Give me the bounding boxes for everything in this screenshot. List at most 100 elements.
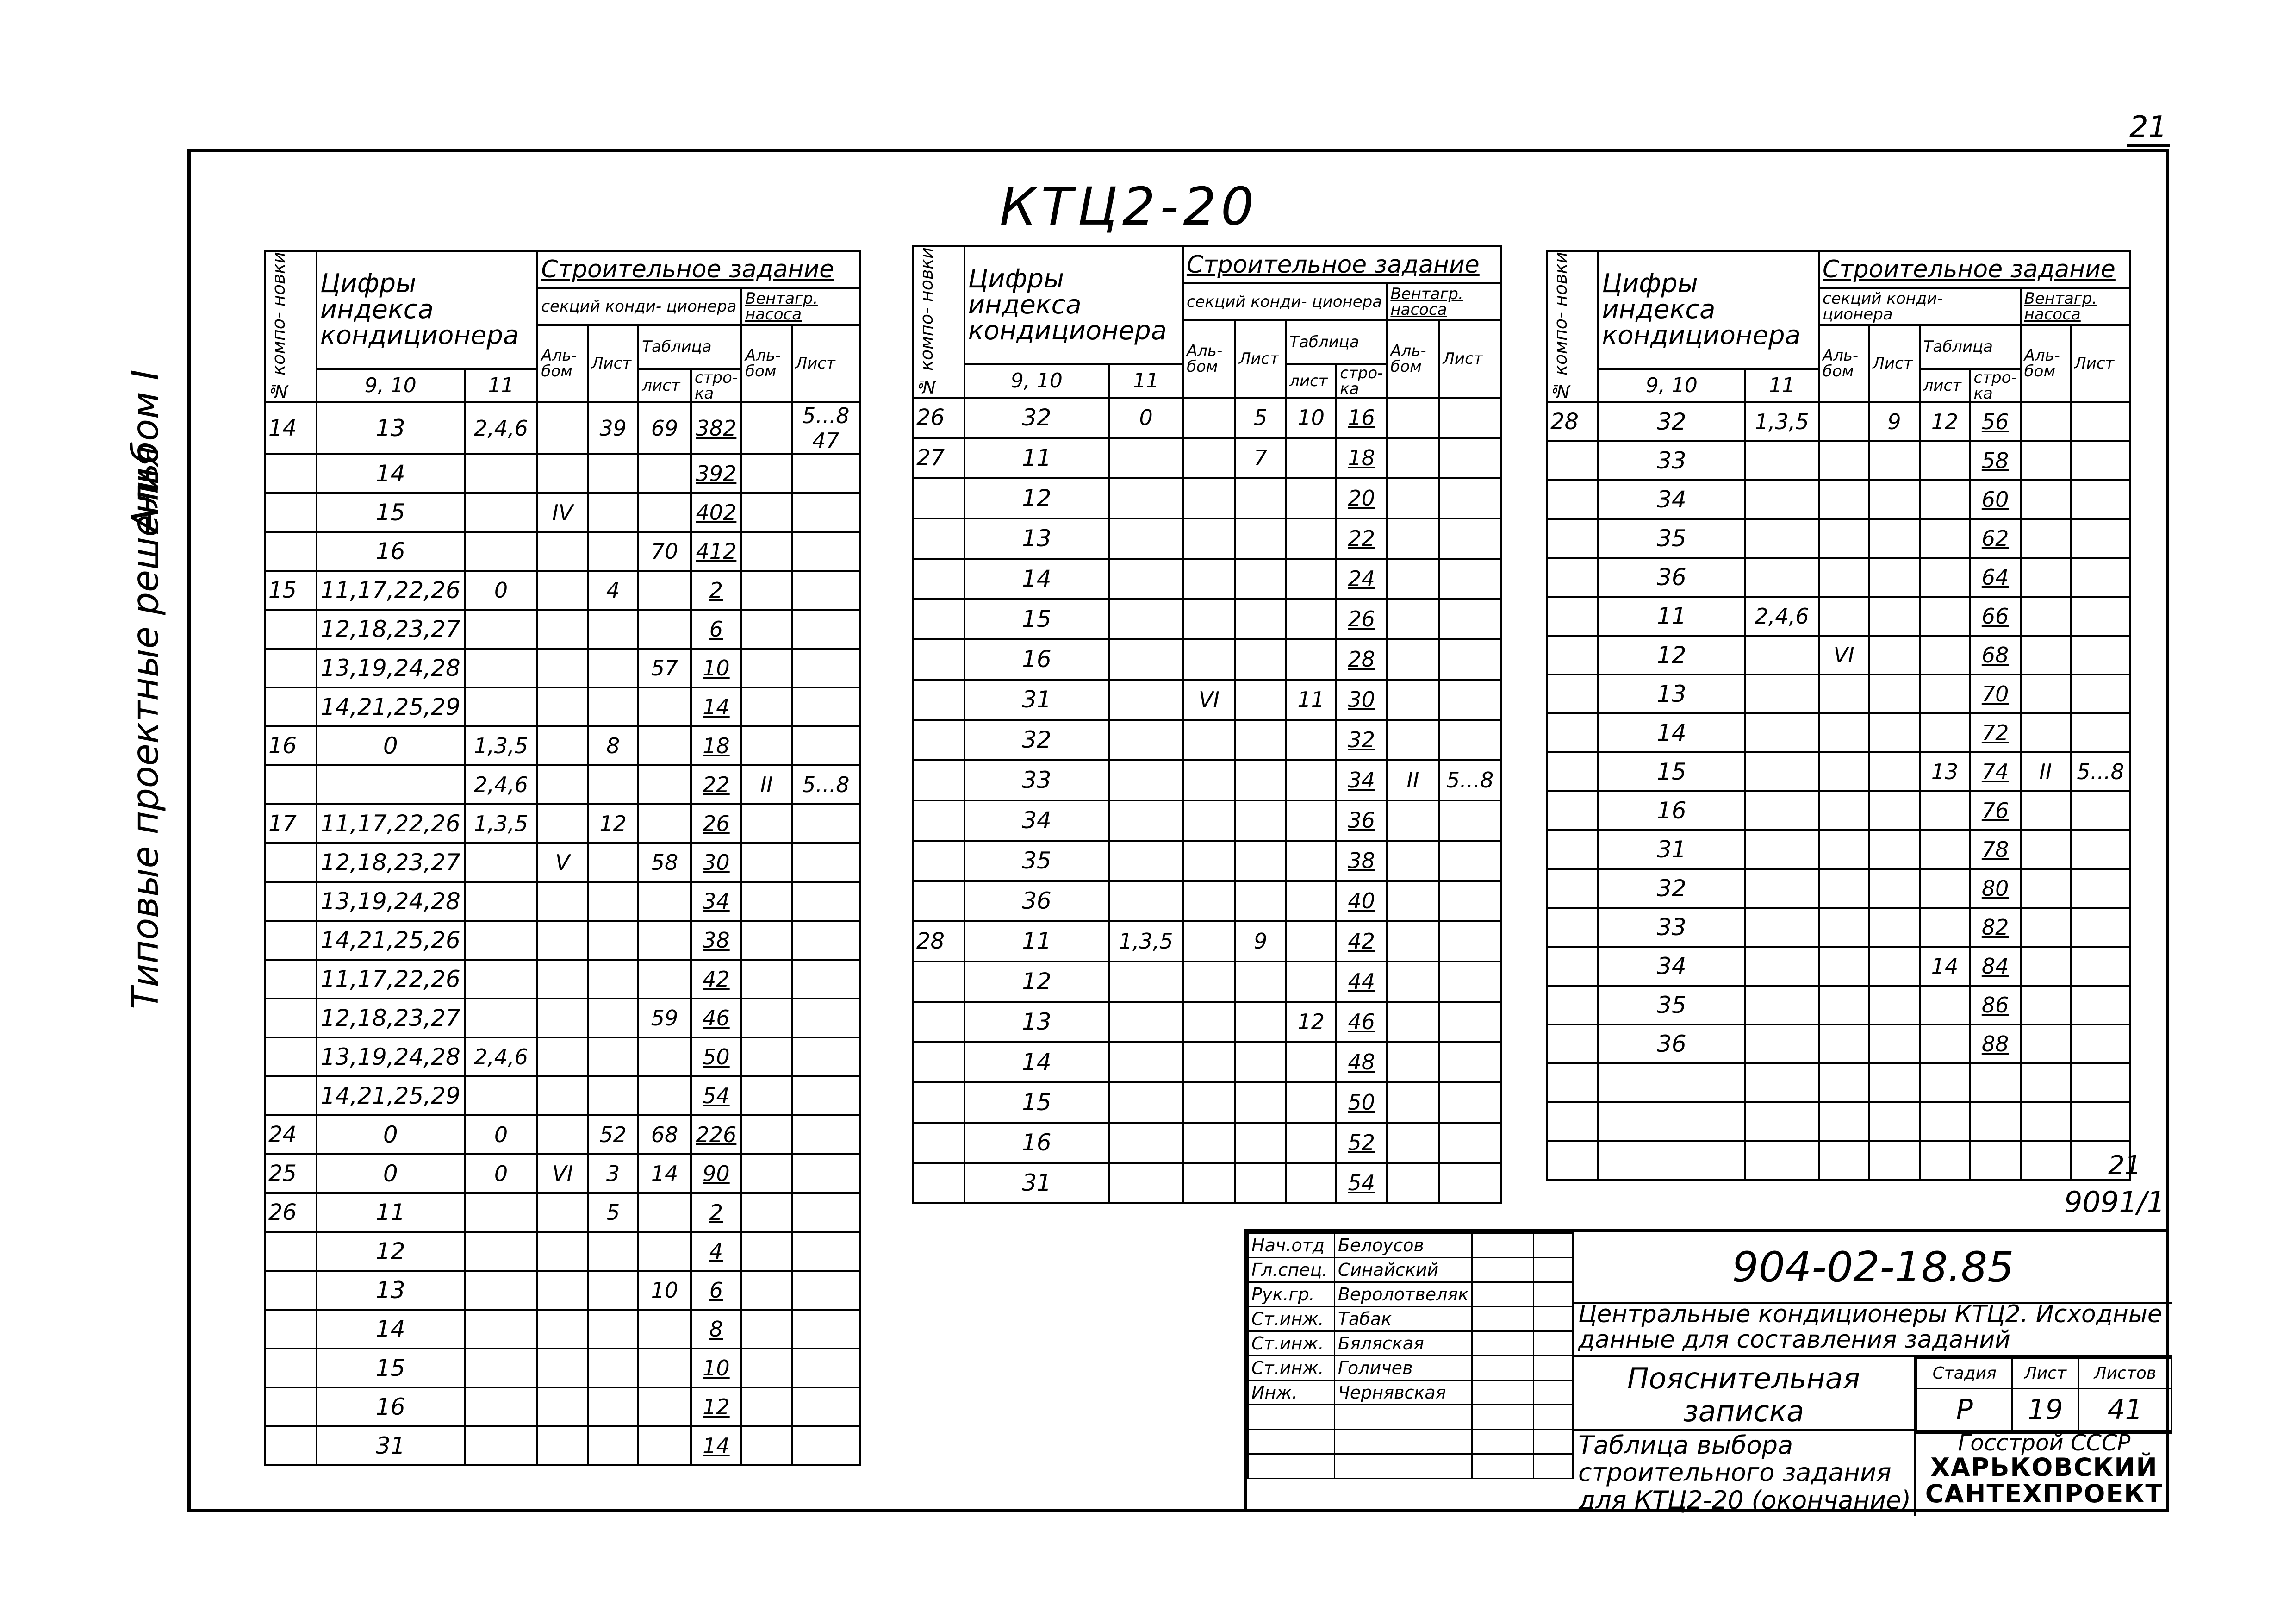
album-cell bbox=[536, 608, 589, 650]
digits-9-10-cell: 36 bbox=[1597, 556, 1746, 598]
table-row-cell: 40 bbox=[1335, 880, 1388, 922]
role-cell: Нач.отд bbox=[1247, 1232, 1335, 1258]
vent-album-cell bbox=[2019, 518, 2072, 559]
komponovka-cell: 16 bbox=[264, 725, 317, 766]
komponovka-cell bbox=[912, 1041, 965, 1083]
komponovka-cell bbox=[912, 477, 965, 519]
vent-list-cell bbox=[2070, 479, 2131, 520]
name-cell: Белоусов bbox=[1333, 1232, 1473, 1258]
digits-9-10-cell: 32 bbox=[963, 396, 1110, 439]
header-col-9-10: 9, 10 bbox=[315, 368, 466, 403]
vent-list-cell bbox=[1438, 718, 1502, 761]
digits-9-10-cell bbox=[315, 764, 466, 805]
date-cell bbox=[1533, 1429, 1574, 1455]
table-list-cell bbox=[637, 1308, 692, 1349]
komponovka-cell bbox=[1545, 751, 1599, 792]
komponovka-cell bbox=[912, 1081, 965, 1124]
album-cell bbox=[536, 1036, 589, 1077]
vent-album-cell bbox=[1386, 598, 1440, 640]
album-cell bbox=[1818, 790, 1870, 831]
album-cell bbox=[1818, 401, 1870, 442]
vent-list-cell bbox=[790, 997, 861, 1038]
album-cell: VI bbox=[1818, 634, 1870, 675]
signature-cell bbox=[1471, 1306, 1535, 1332]
vent-list-cell bbox=[2070, 595, 2131, 637]
album-cell bbox=[536, 531, 589, 572]
vent-list-cell bbox=[2070, 984, 2131, 1025]
vent-list-cell bbox=[1438, 920, 1502, 962]
list-cell bbox=[586, 1386, 640, 1427]
komponovka-cell bbox=[264, 1075, 317, 1116]
album-cell: VI bbox=[536, 1153, 589, 1194]
album-cell bbox=[1182, 880, 1236, 922]
table-list-cell bbox=[637, 608, 692, 650]
digits-11-cell bbox=[1744, 1062, 1820, 1103]
digits-11-cell bbox=[1108, 477, 1184, 519]
table-list-cell: 59 bbox=[637, 997, 692, 1038]
drawing-frame bbox=[187, 149, 2169, 1512]
digits-9-10-cell: 13 bbox=[315, 401, 466, 455]
digits-11-cell bbox=[1108, 1041, 1184, 1083]
album-cell bbox=[1182, 477, 1236, 519]
list-cell bbox=[1868, 751, 1921, 792]
header-tablica: Таблица bbox=[1918, 324, 2022, 370]
table-row bbox=[1545, 1062, 2131, 1103]
album-cell bbox=[1818, 479, 1870, 520]
table-list-cell bbox=[1285, 759, 1338, 801]
digits-11-cell bbox=[1108, 880, 1184, 922]
digits-11-cell bbox=[1744, 556, 1820, 598]
digits-9-10-cell: 31 bbox=[963, 678, 1110, 721]
digits-11-cell: 1,3,5 bbox=[463, 803, 539, 844]
table-row-cell: 54 bbox=[1335, 1162, 1388, 1204]
komponovka-cell: 26 bbox=[912, 396, 965, 439]
table-row-cell: 12 bbox=[690, 1386, 743, 1427]
table-row-cell: 24 bbox=[1335, 557, 1388, 600]
list-cell bbox=[1868, 1062, 1921, 1103]
vent-album-cell bbox=[740, 1075, 793, 1116]
table-list-cell bbox=[1918, 712, 1971, 753]
digits-9-10-cell: 13 bbox=[963, 517, 1110, 560]
album-cell bbox=[536, 1308, 589, 1349]
digits-9-10-cell bbox=[1597, 1140, 1746, 1181]
digits-9-10-cell: 31 bbox=[315, 1425, 466, 1466]
komponovka-cell bbox=[912, 759, 965, 801]
signature-row: Ст.инж.Бяляская bbox=[1247, 1330, 1574, 1356]
header-komponovka-text: № компо- новки bbox=[1550, 252, 1571, 401]
vent-album-cell bbox=[1386, 920, 1440, 962]
list-cell bbox=[586, 919, 640, 961]
table-title: Таблица выбора строительного задания для… bbox=[1574, 1431, 1916, 1516]
table-list-cell bbox=[1918, 1062, 1971, 1103]
header-album: Аль- бом bbox=[536, 324, 589, 403]
list-cell bbox=[586, 492, 640, 533]
header-digits: Цифры индекса кондиционера bbox=[963, 245, 1184, 365]
table-row-cell: 14 bbox=[690, 686, 743, 727]
vent-list-cell bbox=[1438, 1121, 1502, 1164]
org-line-1: Госстрой СССР bbox=[1958, 1430, 2131, 1456]
komponovka-cell bbox=[1545, 712, 1599, 753]
komponovka-cell bbox=[1545, 1062, 1599, 1103]
digits-11-cell bbox=[1108, 437, 1184, 479]
digits-9-10-cell: 16 bbox=[963, 638, 1110, 681]
header-list: Лист bbox=[586, 324, 640, 403]
album-cell bbox=[1182, 799, 1236, 842]
date-cell bbox=[1533, 1330, 1574, 1356]
vent-list-cell bbox=[790, 1347, 861, 1388]
table-list-cell bbox=[637, 1425, 692, 1466]
vent-album-cell bbox=[740, 569, 793, 611]
table-list-cell bbox=[1918, 868, 1971, 909]
list-cell bbox=[1868, 518, 1921, 559]
komponovka-cell bbox=[1545, 945, 1599, 987]
digits-11-cell: 1,3,5 bbox=[1744, 401, 1820, 442]
vent-list-cell bbox=[2070, 634, 2131, 675]
table-row-cell: 392 bbox=[690, 453, 743, 494]
table-list-cell bbox=[1918, 673, 1971, 714]
digits-11-cell bbox=[463, 997, 539, 1038]
